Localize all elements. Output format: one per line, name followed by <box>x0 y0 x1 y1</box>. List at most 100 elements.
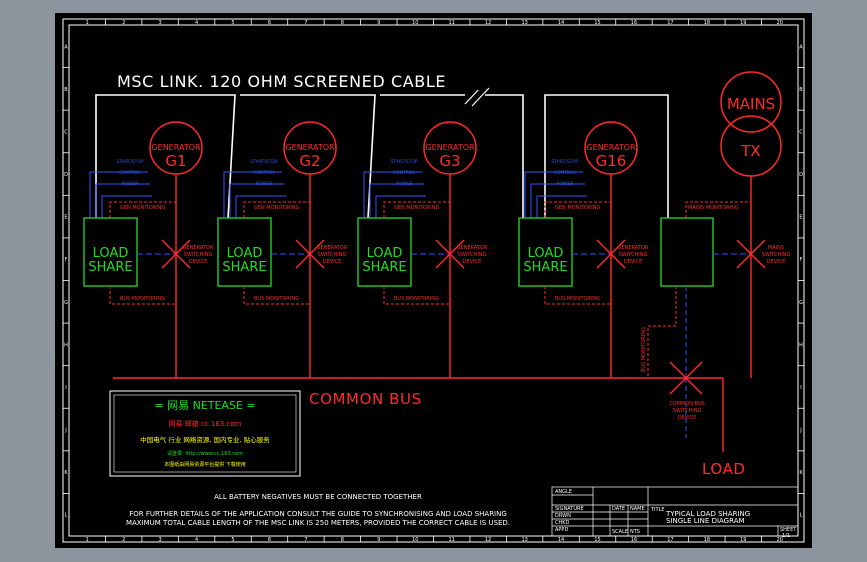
gen-switching-label: GENERATOR <box>457 245 488 251</box>
title-block-text: ANGLE SIGNATURE DATE NAME DRWN CHKD APPD… <box>555 489 797 539</box>
frame-row-left-K: K <box>64 470 68 476</box>
frame-col-top-1: 1 <box>86 20 89 26</box>
stamp-line-5: 本图纸由网易资源平台提供 下载使用 <box>164 461 246 468</box>
frame-col-top-18: 18 <box>704 20 710 26</box>
generator-id: G3 <box>439 152 460 170</box>
common-bus-switching-3: DEVICE <box>678 415 697 421</box>
note-3: MAXIMUM TOTAL CABLE LENGTH OF THE MSC LI… <box>126 519 510 527</box>
mains-switching-3: DEVICE <box>767 259 786 265</box>
stamp-line-3: 中国电气 行业 网络资源, 国内专业, 贴心服务 <box>140 435 270 444</box>
control-line-label: START/STOP <box>250 159 278 165</box>
frame-row-left-H: H <box>64 342 68 348</box>
frame-col-top-14: 14 <box>558 20 564 26</box>
gen-switching-label: DEVICE <box>624 259 643 265</box>
frame-row-right-K: K <box>799 470 803 476</box>
gen-switch-cross-b <box>596 239 626 269</box>
tb-approved: APPD <box>555 527 568 533</box>
control-line-label: POWER <box>256 181 273 187</box>
bus-monitoring-label: BUS MONITORING <box>555 296 600 302</box>
frame-row-right-G: G <box>799 300 803 306</box>
stamp-line-2: 网易 邮箱 cc.163.com <box>169 419 242 428</box>
frame-col-top-8: 8 <box>341 20 344 26</box>
mains-control-box <box>660 217 714 287</box>
tb-scale: SCALE <box>612 529 628 535</box>
tb-scale-value: NTS <box>630 529 640 535</box>
gen-switching-label: SWITCHING <box>184 252 213 258</box>
load-share-line-2: SHARE <box>362 260 406 275</box>
bus-monitoring-label: BUS MONITORING <box>120 296 165 302</box>
mains-switching-2: SWITCHING <box>762 252 791 258</box>
tb-angle: ANGLE <box>555 489 572 495</box>
mains-switching-1: MAINS <box>768 245 784 251</box>
control-line-label: CONTROL <box>393 170 415 176</box>
frame-col-top-5: 5 <box>231 20 234 26</box>
load-share-line-2: SHARE <box>222 260 266 275</box>
frame-col-bottom-12: 12 <box>485 537 491 543</box>
gen-switching-label: SWITCHING <box>619 252 648 258</box>
title-block <box>551 486 799 537</box>
frame-row-left-A: A <box>64 44 68 50</box>
gen-switching-label: DEVICE <box>463 259 482 265</box>
generator-label: GENERATOR <box>285 143 335 152</box>
frame-col-top-19: 19 <box>740 20 746 26</box>
frame-row-left-G: G <box>64 300 68 306</box>
gen-monitoring-label: GEN MONITORING <box>120 205 166 211</box>
frame-col-bottom-17: 17 <box>667 537 673 543</box>
tb-title-line-1: TYPICAL LOAD SHARING <box>665 510 750 518</box>
frame-row-right-B: B <box>799 87 803 93</box>
generator-units: GENERATORG1START/STOPCONTROLPOWERLOADSHA… <box>83 121 649 378</box>
frame-col-top-13: 13 <box>521 20 527 26</box>
generator-unit-g3: GENERATORG3START/STOPCONTROLPOWERLOADSHA… <box>357 121 488 378</box>
gen-switch-cross-b <box>295 239 325 269</box>
gen-switching-label: DEVICE <box>323 259 342 265</box>
note-2: FOR FURTHER DETAILS OF THE APPLICATION C… <box>129 510 507 518</box>
frame-col-bottom-18: 18 <box>704 537 710 543</box>
frame-col-bottom-5: 5 <box>231 537 234 543</box>
frame-row-right-E: E <box>799 215 802 221</box>
mains-monitoring-label: MAINS MONITORING <box>688 205 739 211</box>
frame-row-right-J: J <box>799 428 801 434</box>
generator-label: GENERATOR <box>425 143 475 152</box>
frame-row-right-L: L <box>800 513 803 519</box>
generator-unit-g2: GENERATORG2START/STOPCONTROLPOWERLOADSHA… <box>217 121 348 378</box>
control-line-label: CONTROL <box>253 170 275 176</box>
frame-col-bottom-4: 4 <box>195 537 198 543</box>
frame-col-bottom-11: 11 <box>449 537 455 543</box>
frame-col-bottom-13: 13 <box>521 537 527 543</box>
tb-signature: SIGNATURE <box>555 506 584 512</box>
frame-col-top-16: 16 <box>631 20 637 26</box>
frame-col-top-10: 10 <box>412 20 418 26</box>
generator-label: GENERATOR <box>586 143 636 152</box>
frame-grid-ticks <box>63 19 804 542</box>
load-share-line-1: LOAD <box>367 246 403 261</box>
tb-checked: CHKD <box>555 520 570 526</box>
drawing-sheet <box>55 13 812 548</box>
frame-col-bottom-20: 20 <box>777 537 783 543</box>
frame-row-right-C: C <box>799 129 803 135</box>
gen-switch-cross-b <box>161 239 191 269</box>
generator-unit-g16: GENERATORG16START/STOPCONTROLPOWERLOADSH… <box>518 121 649 378</box>
gen-switching-label: SWITCHING <box>458 252 487 258</box>
frame-row-right-D: D <box>799 172 803 178</box>
frame-col-top-2: 2 <box>122 20 125 26</box>
tb-date: DATE <box>612 506 625 512</box>
load-share-line-1: LOAD <box>227 246 263 261</box>
gen-monitoring-label: GEN MONITORING <box>394 205 440 211</box>
frame-row-left-C: C <box>64 129 68 135</box>
stamp-line-1: = 网易 NETEASE = <box>154 399 255 412</box>
frame-col-bottom-19: 19 <box>740 537 746 543</box>
frame-row-right-H: H <box>799 342 803 348</box>
frame-row-right-I: I <box>800 385 801 391</box>
control-line-label: CONTROL <box>554 170 576 176</box>
gen-monitoring-label: GEN MONITORING <box>254 205 300 211</box>
generator-id: G16 <box>596 152 627 170</box>
cable-title-mask <box>112 70 484 90</box>
control-line-label: POWER <box>122 181 139 187</box>
generator-id: G1 <box>165 152 186 170</box>
control-line-label: POWER <box>396 181 413 187</box>
frame-col-top-15: 15 <box>594 20 600 26</box>
generator-label: GENERATOR <box>151 143 201 152</box>
note-1: ALL BATTERY NEGATIVES MUST BE CONNECTED … <box>214 493 422 501</box>
